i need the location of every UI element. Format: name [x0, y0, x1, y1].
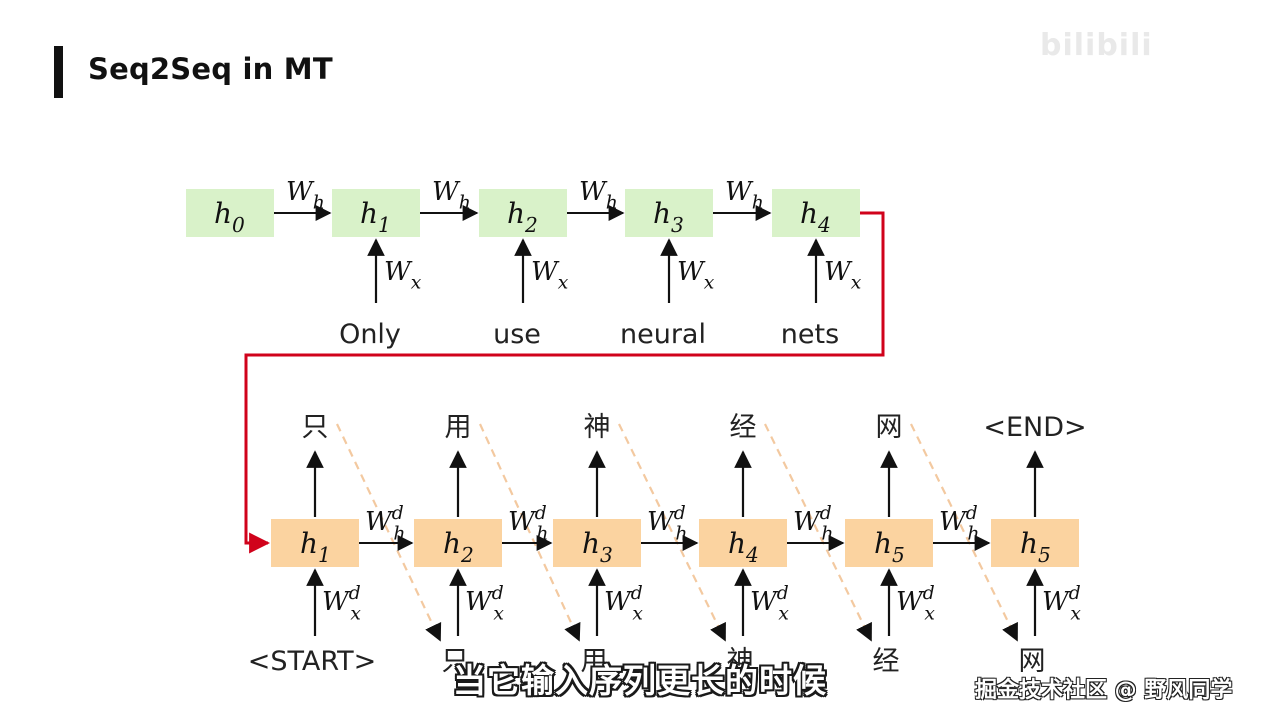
decoder-output-token-1: 用 [445, 412, 472, 443]
decoder-input-token-2: 用 [581, 646, 608, 677]
decoder-feedback-dash-1 [479, 423, 581, 642]
encoder-wh-label-2: Wh [579, 177, 618, 213]
decoder-feedback-dash-0 [336, 423, 442, 642]
decoder-state-box-1 [414, 519, 502, 567]
encoder-state-box-2 [479, 189, 567, 237]
decoder-state-label-0: h1 [300, 527, 331, 567]
bilibili-watermark: bilibili [1040, 28, 1153, 63]
decoder-state-label-1: h2 [443, 527, 474, 567]
encoder-state-label-1: h1 [360, 197, 391, 237]
decoder-input-token-5: 网 [1019, 646, 1046, 677]
decoder-input-token-4: 经 [873, 646, 900, 677]
decoder-input-token-1: 只 [442, 646, 469, 677]
encoder-to-decoder-arrow [244, 211, 885, 554]
video-subtitle: 当它输入序列更长的时候 [453, 661, 827, 700]
decoder-state-box-3 [699, 519, 787, 567]
decoder-feedback-dashes [336, 423, 1018, 642]
encoder-state-label-2: h2 [507, 197, 538, 237]
decoder-feedback-dash-4 [910, 423, 1018, 642]
decoder-state-box-2 [553, 519, 641, 567]
decoder-feedback-dash-3 [764, 423, 872, 642]
decoder-state-box-4 [845, 519, 933, 567]
video-credit: 掘金技术社区 @ 野风同学 [975, 678, 1233, 703]
encoder-state-box-0 [186, 189, 274, 237]
encoder-wh-label-3: Wh [725, 177, 764, 213]
encoder-wh-label-1: Wh [432, 177, 471, 213]
decoder-state-label-3: h4 [728, 527, 759, 567]
encoder-input-word-4: nets [781, 319, 839, 350]
decoder-input-token-3: 神 [727, 646, 754, 677]
decoder-state-label-4: h5 [874, 527, 905, 567]
encoder-state-label-0: h0 [214, 197, 245, 237]
encoder-input-word-2: use [493, 319, 541, 350]
encoder-wx-label-3: Wx [677, 257, 715, 293]
decoder-output-token-3: 经 [730, 412, 757, 443]
encoder-state-label-3: h3 [653, 197, 684, 237]
encoder-input-word-3: neural [620, 319, 706, 350]
decoder-state-label-5: h5 [1020, 527, 1051, 567]
encoder-state-box-4 [772, 189, 860, 237]
decoder-output-token-2: 神 [584, 412, 611, 443]
slide-title: Seq2Seq in MT [88, 52, 333, 86]
encoder-state-label-4: h4 [800, 197, 831, 237]
decoder-output-token-0: 只 [302, 412, 329, 443]
encoder-wx-label-1: Wx [384, 257, 422, 293]
decoder-state-label-2: h3 [582, 527, 613, 567]
title-accent-bar [54, 46, 63, 98]
encoder-state-box-3 [625, 189, 713, 237]
encoder-wx-label-4: Wx [824, 257, 862, 293]
encoder-state-box-1 [332, 189, 420, 237]
decoder-state-box-0 [271, 519, 359, 567]
decoder-state-box-5 [991, 519, 1079, 567]
decoder-input-token-0: <START> [248, 646, 377, 677]
decoder-output-token-4: 网 [876, 412, 903, 443]
encoder-decoder-connector [244, 211, 885, 554]
decoder-feedback-dash-2 [618, 423, 726, 642]
decoder-output-token-5: <END> [983, 412, 1086, 443]
encoder-wh-label-0: Wh [286, 177, 325, 213]
encoder-wx-label-2: Wx [531, 257, 569, 293]
encoder-input-word-1: Only [339, 319, 401, 350]
